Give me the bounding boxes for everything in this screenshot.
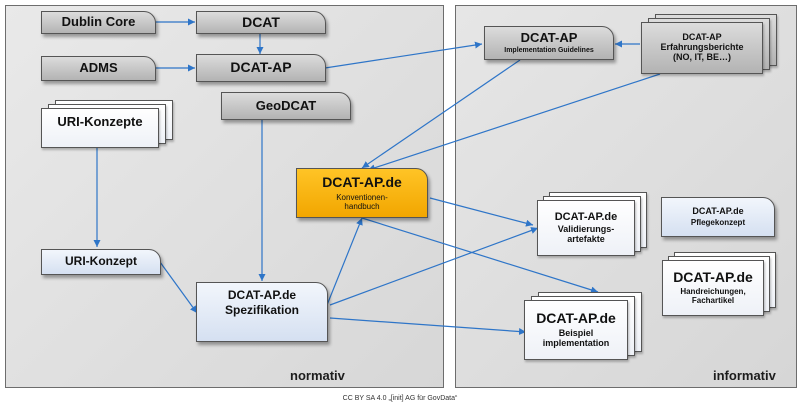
- arrow-erfahrung-konventionen: [367, 73, 661, 172]
- dcat-label: DCAT: [242, 13, 280, 30]
- validierung-subtitle: Validierungs-artefakte: [557, 224, 615, 245]
- handreichungen-subtitle: Handreichungen, Fachartikel: [680, 287, 746, 306]
- erfahrung-title: DCAT-AP: [682, 32, 722, 43]
- arrow-spezifikation-konventionen: [324, 217, 363, 311]
- uri-konzepte-label: URI-Konzepte: [57, 114, 143, 129]
- arrow-dcatap-guidelines: [324, 41, 483, 69]
- pflegekonzept-title: DCAT-AP.de: [692, 205, 744, 216]
- adms-label: ADMS: [79, 60, 118, 76]
- beispiel-box: DCAT-AP.de Beispiel implementation: [524, 300, 628, 360]
- adms-box: ADMS: [41, 56, 156, 81]
- pflegekonzept-subtitle: Pflegekonzept: [690, 217, 746, 227]
- konventionen-title: DCAT-AP.de: [322, 173, 402, 190]
- guidelines-title: DCAT-AP: [520, 30, 578, 45]
- uri-konzept-box: URI-Konzept: [41, 249, 161, 275]
- arrow-spezifikation-valid: [329, 227, 539, 306]
- guidelines-box: DCAT-AP Implementation Guidelines: [484, 26, 614, 60]
- geodcat-box: GeoDCAT: [221, 92, 351, 120]
- dcat-box: DCAT: [196, 11, 326, 34]
- validierung-stack: DCAT-AP.de Validierungs-artefakte: [537, 192, 649, 256]
- validierung-title: DCAT-AP.de: [554, 211, 618, 224]
- beispiel-subtitle: Beispiel implementation: [542, 328, 610, 349]
- erfahrung-countries: (NO, IT, BE…): [673, 51, 731, 62]
- konventionen-box: DCAT-AP.de Konventionen-handbuch: [296, 168, 428, 218]
- arrow-spezifikation-beispiel: [329, 317, 527, 335]
- license-footer: CC BY SA 4.0 „[init] AG für GovData“: [342, 395, 458, 402]
- beispiel-title: DCAT-AP.de: [536, 309, 616, 326]
- uri-konzepte-stack: URI-Konzepte: [41, 100, 175, 150]
- normative-label: normativ: [290, 368, 345, 383]
- geodcat-label: GeoDCAT: [255, 97, 317, 113]
- dublin-core-box: Dublin Core: [41, 11, 156, 34]
- dcat-ap-label: DCAT-AP: [230, 59, 292, 76]
- erfahrung-box: DCAT-AP Erfahrungsberichte (NO, IT, BE…): [641, 22, 763, 74]
- informative-label: informativ: [713, 368, 776, 383]
- spezifikation-title: DCAT-AP.de: [227, 288, 297, 302]
- arrow-urikonzept-spezifikation: [159, 261, 198, 314]
- handreichungen-box: DCAT-AP.de Handreichungen, Fachartikel: [662, 260, 764, 316]
- arrow-konventionen-valid: [429, 197, 534, 227]
- handreichungen-stack: DCAT-AP.de Handreichungen, Fachartikel: [662, 252, 780, 318]
- erfahrung-stack: DCAT-AP Erfahrungsberichte (NO, IT, BE…): [641, 14, 781, 76]
- arrow-guidelines-konventionen: [361, 59, 521, 169]
- uri-konzepte-box: URI-Konzepte: [41, 108, 159, 148]
- handreichungen-title: DCAT-AP.de: [673, 269, 753, 285]
- uri-konzept-label: URI-Konzept: [65, 254, 137, 269]
- spezifikation-subtitle: Spezifikation: [224, 303, 299, 318]
- guidelines-subtitle: Implementation Guidelines: [504, 47, 594, 55]
- erfahrung-subtitle: Erfahrungsberichte: [660, 42, 744, 53]
- dublin-core-label: Dublin Core: [61, 14, 136, 30]
- spezifikation-box: DCAT-AP.de Spezifikation: [196, 282, 328, 342]
- konventionen-subtitle: Konventionen-handbuch: [336, 192, 388, 211]
- pflegekonzept-box: DCAT-AP.de Pflegekonzept: [661, 197, 775, 237]
- dcat-ap-box: DCAT-AP: [196, 54, 326, 82]
- beispiel-stack: DCAT-AP.de Beispiel implementation: [524, 292, 644, 364]
- validierung-box: DCAT-AP.de Validierungs-artefakte: [537, 200, 635, 256]
- arrow-konventionen-beispiel: [361, 217, 599, 294]
